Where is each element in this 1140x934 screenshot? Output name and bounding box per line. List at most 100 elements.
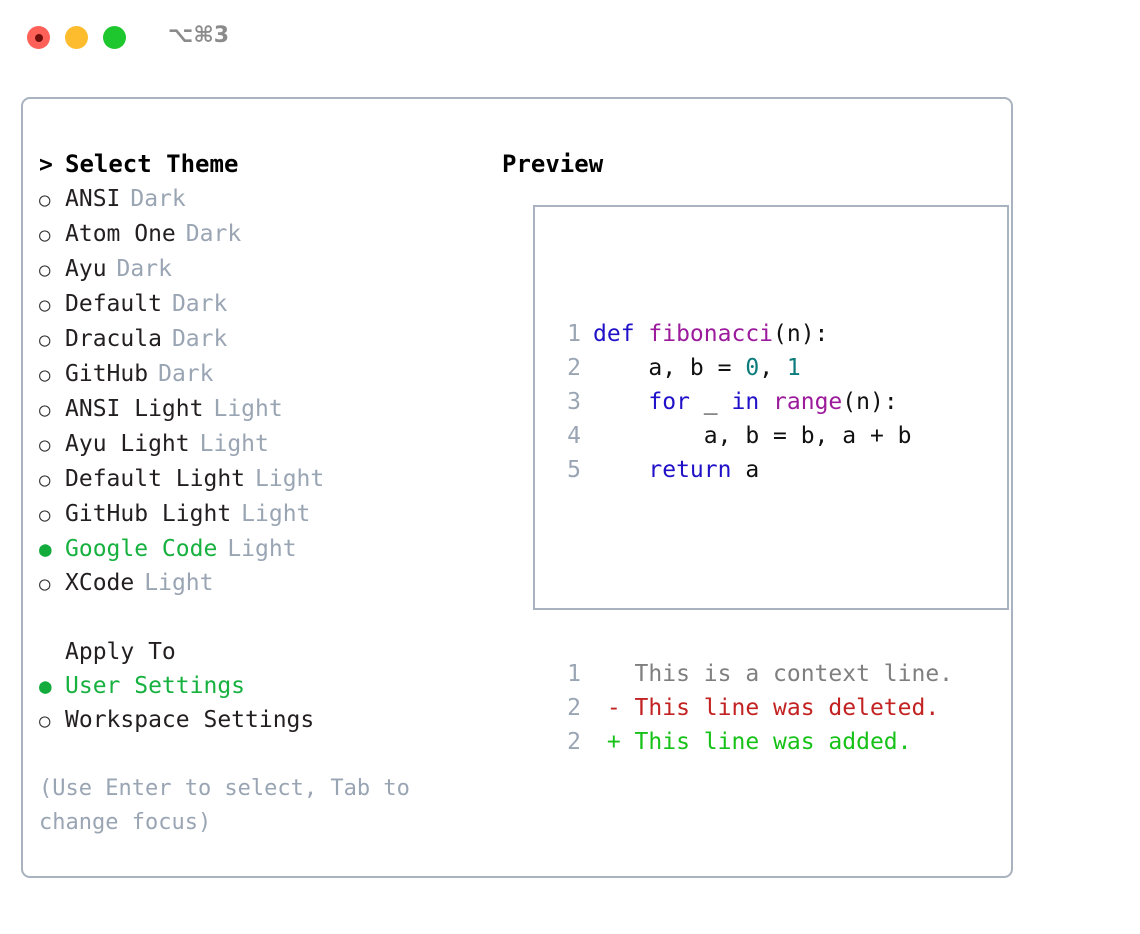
radio-unselected-icon: ○ — [39, 224, 51, 246]
theme-option-google-code[interactable]: ● Google Code Light — [39, 532, 479, 566]
diff-line-del: 2 - This line was deleted. — [551, 691, 953, 725]
theme-option-name: GitHub — [65, 361, 149, 387]
code-token-punc: (n): — [773, 321, 829, 347]
radio-unselected-icon: ○ — [39, 399, 51, 421]
radio-selected-icon: ● — [39, 674, 52, 698]
code-token-fn: range — [773, 389, 843, 415]
radio-unselected-icon: ○ — [39, 710, 51, 732]
apply-to-option-workspace-settings[interactable]: ○Workspace Settings — [39, 703, 479, 738]
code-line-text: a, b = b, a + b — [581, 419, 912, 453]
code-token-kw: for — [648, 389, 690, 415]
code-line-text: a, b = 0, 1 — [581, 351, 801, 385]
theme-option-name: Default Light — [65, 466, 246, 492]
line-number: 1 — [567, 321, 581, 347]
code-line: 4 a, b = b, a + b — [551, 419, 953, 453]
radio-unselected-icon: ○ — [39, 294, 51, 316]
theme-option-variant: Dark — [130, 186, 186, 212]
window-controls — [27, 26, 126, 49]
title-bar: ⌥⌘3 — [0, 0, 1140, 78]
theme-option-variant: Light — [241, 501, 311, 527]
radio-unselected-icon: ○ — [39, 259, 51, 281]
theme-option-name: Default — [65, 291, 162, 317]
theme-option-name: GitHub Light — [65, 501, 232, 527]
line-number: 2 — [567, 355, 581, 381]
code-line-text: for _ in range(n): — [581, 385, 897, 419]
theme-option-variant: Dark — [171, 326, 228, 352]
theme-option-ayu-light[interactable]: ○ Ayu Light Light — [39, 427, 479, 462]
theme-option-github-light[interactable]: ○ GitHub Light Light — [39, 497, 479, 532]
code-line-text: def fibonacci(n): — [581, 317, 828, 351]
theme-option-name: XCode — [65, 570, 135, 596]
theme-option-ayu[interactable]: ○ Ayu Dark — [39, 252, 479, 287]
apply-to-label: Apply To — [65, 639, 176, 665]
radio-unselected-icon: ○ — [39, 189, 51, 211]
code-line-text: return a — [581, 453, 759, 487]
theme-option-name: Ayu Light — [65, 431, 190, 457]
radio-unselected-icon: ○ — [39, 364, 51, 386]
theme-option-name: ANSI Light — [65, 396, 204, 422]
diff-line-text: This is a context line. — [593, 661, 954, 687]
maximize-window-button[interactable] — [103, 26, 126, 49]
diff-line-ctx: 1 This is a context line. — [551, 657, 953, 691]
code-token-def: a — [731, 457, 760, 483]
theme-option-name: Ayu — [65, 256, 107, 282]
diff-sample-block: 1 This is a context line.2 - This line w… — [551, 657, 953, 759]
theme-option-variant: Dark — [158, 361, 214, 387]
theme-option-variant: Light — [199, 431, 269, 457]
radio-unselected-icon: ○ — [39, 573, 51, 595]
theme-option-variant: Dark — [185, 221, 242, 247]
code-token-def: _ — [689, 389, 732, 415]
line-number: 2 — [567, 729, 581, 755]
theme-option-name: Google Code — [65, 536, 218, 562]
code-token-def: , — [759, 355, 787, 381]
diff-line-text: - This line was deleted. — [593, 695, 940, 721]
line-number: 5 — [567, 457, 581, 483]
theme-option-dracula[interactable]: ○ Dracula Dark — [39, 322, 479, 357]
radio-unselected-icon: ○ — [39, 504, 51, 526]
theme-option-github[interactable]: ○ GitHub Dark — [39, 357, 479, 392]
diff-line-add: 2 + This line was added. — [551, 725, 953, 759]
theme-option-variant: Light — [227, 536, 297, 562]
code-token-kw: return — [648, 457, 732, 483]
line-number: 2 — [567, 695, 581, 721]
theme-option-name: Dracula — [65, 326, 162, 352]
theme-option-variant: Dark — [171, 291, 228, 317]
theme-option-variant: Light — [213, 396, 283, 422]
code-token-def — [593, 389, 648, 415]
close-window-button[interactable] — [27, 26, 50, 49]
apply-to-option-name: User Settings — [65, 673, 246, 699]
radio-selected-icon: ● — [39, 537, 52, 561]
apply-to-option-user-settings[interactable]: ● User Settings — [39, 669, 479, 703]
apply-to-list: ● User Settings ○Workspace Settings — [39, 669, 479, 738]
code-token-kw: def — [593, 321, 649, 347]
list-spacer — [39, 601, 479, 635]
theme-option-variant: Dark — [116, 256, 172, 282]
preview-title: Preview — [502, 150, 604, 178]
diff-line-text: + This line was added. — [593, 729, 912, 755]
theme-option-ansi-light[interactable]: ○ ANSI Light Light — [39, 392, 479, 427]
keyboard-shortcut-label: ⌥⌘3 — [168, 23, 230, 48]
code-token-fn: fibonacci — [648, 321, 774, 347]
line-number: 3 — [567, 389, 581, 415]
minimize-window-button[interactable] — [65, 26, 88, 49]
page-title: Select Theme — [65, 150, 239, 178]
radio-unselected-icon: ○ — [39, 434, 51, 456]
radio-unselected-icon: ○ — [39, 329, 51, 351]
code-line: 2 a, b = 0, 1 — [551, 351, 953, 385]
line-number: 1 — [567, 661, 581, 687]
code-token-def — [593, 457, 648, 483]
code-token-num: 1 — [786, 355, 801, 381]
theme-option-default[interactable]: ○ Default Dark — [39, 287, 479, 322]
theme-option-variant: Light — [255, 466, 325, 492]
